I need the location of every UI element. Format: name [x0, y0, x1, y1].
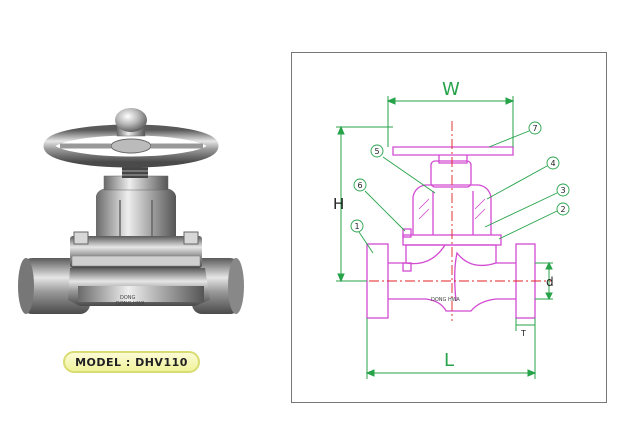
drawing-spindle-housing: [430, 160, 472, 188]
dim-d-label: d: [546, 275, 554, 289]
leader-1: [358, 231, 374, 254]
dim-t-label: T: [520, 329, 526, 338]
dim-arrow: [545, 261, 553, 270]
dim-h-label: H: [333, 195, 344, 213]
callout-circle-4: [546, 156, 560, 170]
drawing-side-bolt: [402, 228, 412, 238]
technical-drawing-frame: 1 2 3 4 5 6 7 W H L d T DONG HWA: [291, 52, 607, 403]
leader-5: [382, 156, 436, 194]
photo-cap-knob: [115, 108, 147, 132]
callout-circle-3: [556, 183, 570, 197]
callout-number-7: 7: [532, 124, 537, 133]
callout-number-3: 3: [560, 186, 565, 195]
valve-photo: DONG DONG HWA: [18, 108, 244, 314]
model-label: MODEL : DHV110: [75, 355, 188, 369]
photo-pipe-right-end: [228, 258, 244, 314]
leader-6: [364, 190, 406, 232]
callout-circle-7: [528, 121, 542, 135]
photo-stamp-2: DONG HWA: [116, 301, 145, 307]
callout-number-2: 2: [560, 205, 565, 214]
photo-yoke: [103, 175, 169, 191]
callout-leaders: [358, 130, 558, 254]
callout-circles: [350, 121, 570, 233]
valve-drawing: 1 2 3 4 5 6 7 W H L d T DONG HWA: [333, 79, 570, 379]
drawing-bonnet-inner: [432, 191, 474, 235]
leader-4: [486, 165, 548, 200]
body-marking: DONG HWA: [431, 297, 460, 303]
leader-3: [484, 192, 558, 228]
callout-number-6: 6: [357, 181, 362, 190]
callout-number-4: 4: [550, 159, 555, 168]
callout-circle-1: [350, 219, 364, 233]
dim-w-label: W: [442, 79, 460, 100]
dimension-labels: W H L d T: [333, 79, 554, 371]
callout-numbers: 1 2 3 4 5 6 7: [354, 124, 565, 231]
photo-handwheel-hub: [110, 138, 152, 154]
drawing-hatch: [418, 198, 486, 220]
drawing-handwheel-hub: [438, 155, 468, 164]
dim-arrow: [505, 97, 515, 105]
callout-number-5: 5: [374, 147, 379, 156]
drawing-centerlines: [351, 121, 551, 321]
drawing-lower-bolt: [402, 262, 412, 272]
photo-bolt: [183, 231, 199, 245]
photo-lower-flange: [78, 286, 204, 302]
photo-bonnet-flange-band: [71, 255, 201, 267]
model-badge: MODEL : DHV110: [63, 351, 200, 373]
dim-arrow: [337, 125, 345, 135]
drawing-dimensions: [336, 96, 553, 379]
photo-bolt: [73, 231, 89, 245]
dim-l-label: L: [444, 350, 454, 371]
drawing-handwheel: [392, 146, 514, 156]
callout-circle-6: [353, 178, 367, 192]
dim-arrow: [337, 273, 345, 283]
callout-circle-2: [556, 202, 570, 216]
callout-circle-5: [370, 144, 384, 158]
product-photo-panel: DONG DONG HWA MODEL : DHV110: [0, 0, 280, 429]
leader-2: [498, 210, 558, 240]
photo-bonnet-rib: [119, 200, 153, 236]
dim-arrow: [386, 97, 396, 105]
drawing-weir: [405, 244, 497, 302]
photo-bonnet: [96, 188, 176, 236]
callout-number-1: 1: [354, 222, 359, 231]
dim-arrow: [527, 369, 537, 377]
drawing-bonnet: [412, 184, 492, 235]
photo-stamp-1: DONG: [120, 295, 136, 301]
leader-7: [488, 130, 530, 148]
photo-pipe-left-end: [18, 258, 34, 314]
dim-arrow: [545, 292, 553, 301]
drawing-outline: [366, 146, 536, 319]
dim-arrow: [365, 369, 375, 377]
